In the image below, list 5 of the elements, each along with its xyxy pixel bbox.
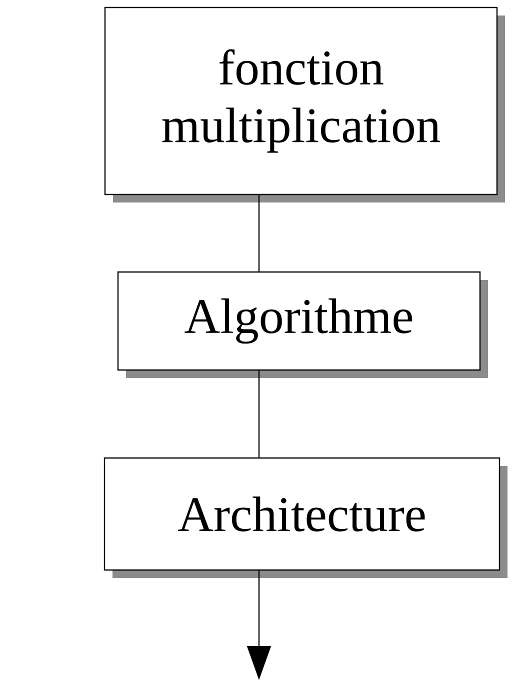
connector-line — [258, 370, 260, 458]
process-box: Algorithme — [117, 271, 488, 378]
connector-line — [258, 195, 260, 272]
process-box: fonction multiplication — [104, 6, 505, 202]
process-box: Architecture — [104, 457, 508, 578]
